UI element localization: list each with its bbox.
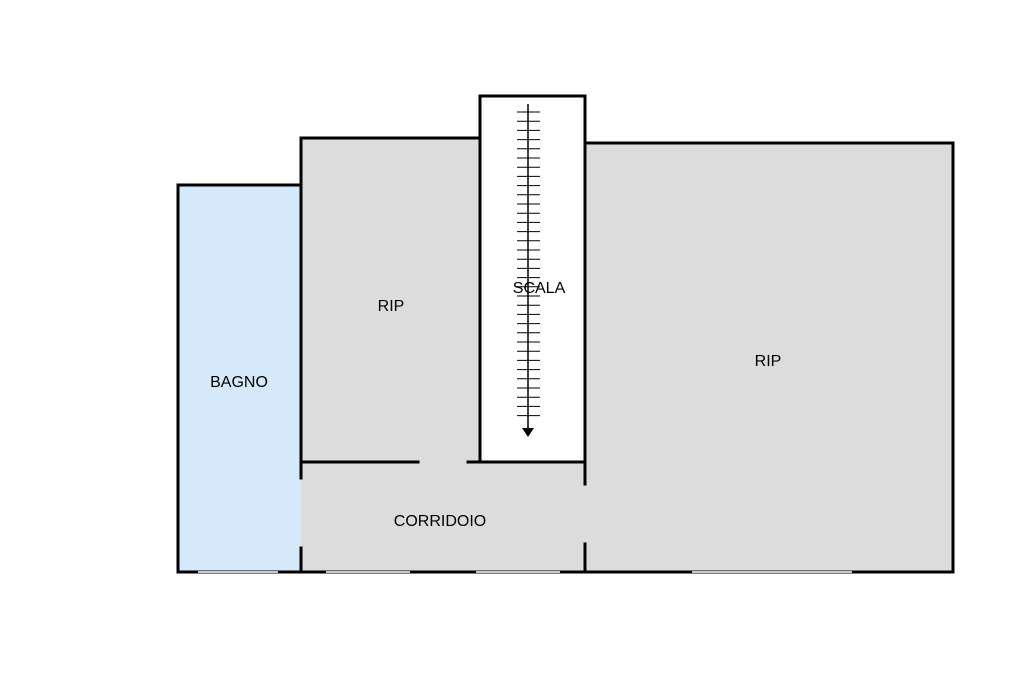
room-scala xyxy=(480,96,585,462)
label-scala: SCALA xyxy=(513,280,566,297)
room-bagno xyxy=(178,185,301,572)
walls xyxy=(176,94,955,574)
room-rip-left xyxy=(301,138,480,462)
label-bagno: BAGNO xyxy=(210,374,268,391)
stair-arrow-head xyxy=(522,428,534,437)
room-rip-right xyxy=(585,143,953,572)
label-rip-right: RIP xyxy=(755,353,782,370)
label-rip-left: RIP xyxy=(378,298,405,315)
room-corridoio xyxy=(301,462,585,572)
label-corridoio: CORRIDOIO xyxy=(394,513,486,530)
